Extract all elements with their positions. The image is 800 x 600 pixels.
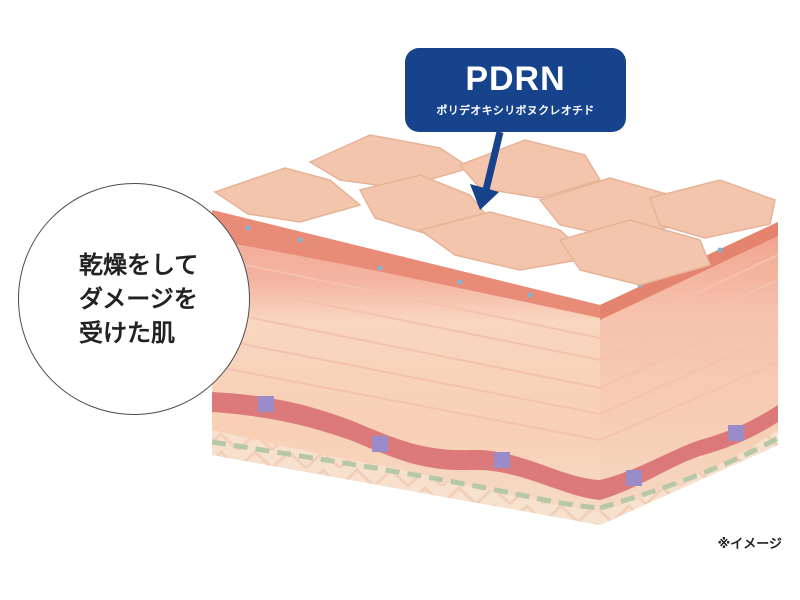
epidermis-top-layer: [212, 210, 600, 318]
callout-text: 乾燥をして ダメージを 受けた肌: [79, 248, 229, 350]
callout-line-1: 乾燥をして: [79, 251, 199, 279]
pdrn-label-box: PDRN ポリデオキシリボヌクレオチド: [405, 48, 626, 132]
dermis-layer: [212, 430, 600, 525]
skin-flakes: [213, 134, 776, 286]
basal-layer: [212, 392, 600, 500]
cell-bricks: [211, 254, 779, 441]
image-note: ※イメージ: [717, 537, 782, 552]
vessel-dashed-line: [211, 439, 601, 511]
pdrn-title: PDRN: [465, 60, 566, 98]
callout-line-2: ダメージを: [79, 285, 198, 313]
arrow-down-icon: [470, 131, 504, 210]
damaged-skin-callout: 乾燥をして ダメージを 受けた肌: [18, 183, 250, 415]
callout-line-3: 受けた肌: [79, 319, 175, 347]
basal-purple-cells: [258, 396, 744, 486]
pdrn-subtitle: ポリデオキシリボヌクレオチド: [436, 104, 595, 117]
